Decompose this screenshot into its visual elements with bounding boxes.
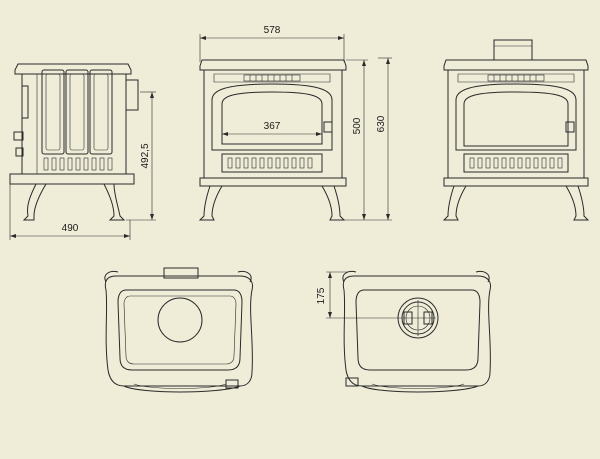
rear-top-plate xyxy=(443,59,589,71)
front-door-glass xyxy=(221,91,323,145)
rear-frieze-center xyxy=(487,74,545,82)
side-height-label: 492,5 xyxy=(140,143,151,168)
top-right-inner-panel xyxy=(355,289,481,371)
top-left-inner-panel xyxy=(117,289,243,371)
side-view: 492,5 490 xyxy=(9,63,156,240)
front-frieze-pattern xyxy=(249,75,293,81)
rear-ash-door xyxy=(463,153,569,173)
rear-leg-left xyxy=(442,185,467,221)
side-flue xyxy=(125,79,139,111)
top-left-inner-panel-2 xyxy=(123,295,237,365)
side-top-plate xyxy=(14,63,132,75)
front-height-label: 500 xyxy=(352,117,363,134)
top-view-left xyxy=(104,267,253,393)
top-left-front-lip-2 xyxy=(133,383,227,389)
front-leg-right xyxy=(321,185,346,221)
rear-door-handle xyxy=(565,121,575,133)
flue-offset-label: 175 xyxy=(316,287,327,304)
side-vents xyxy=(43,157,113,171)
side-leg-back xyxy=(103,183,126,221)
front-base xyxy=(199,177,347,187)
top-left-handle xyxy=(225,379,239,389)
rear-frieze-pattern xyxy=(493,75,537,81)
rear-frieze xyxy=(457,73,575,83)
top-right-flue-damper-r xyxy=(423,311,433,325)
top-left-flue-stub xyxy=(163,267,199,279)
front-frieze-center xyxy=(243,74,301,82)
rear-door-frame xyxy=(455,83,577,151)
side-base xyxy=(9,173,135,185)
firebox-width-label: 367 xyxy=(264,121,281,132)
rear-ash-vents xyxy=(469,157,563,169)
rear-leg-right xyxy=(565,185,590,221)
top-right-ear-tl xyxy=(342,271,357,283)
side-panel-2 xyxy=(65,69,89,155)
front-view: 578 367 xyxy=(198,25,392,221)
side-door-edge xyxy=(22,85,29,119)
top-right-handle xyxy=(345,377,359,387)
side-width-label: 490 xyxy=(62,223,79,234)
side-panel-2-inner xyxy=(69,73,85,151)
front-width-label: 578 xyxy=(264,25,281,36)
front-ash-door xyxy=(221,153,323,173)
overall-height-label: 630 xyxy=(376,115,387,132)
top-right-ear-tr xyxy=(475,271,490,283)
side-handle xyxy=(13,131,24,141)
top-left-ear-tl xyxy=(104,271,119,283)
side-panel-3 xyxy=(89,69,113,155)
front-door-frame xyxy=(211,83,333,151)
side-panel-3-inner xyxy=(93,73,109,151)
rear-base xyxy=(443,177,589,187)
top-right-front-lip-2 xyxy=(371,383,465,389)
top-left-hotplate xyxy=(157,297,203,343)
top-right-front-lip xyxy=(361,385,479,393)
top-left-outer-plate xyxy=(104,275,253,387)
front-ash-vents xyxy=(227,157,313,169)
top-view-right: 175 xyxy=(316,271,491,393)
top-right-flue-damper-l xyxy=(403,311,413,325)
top-left-ear-tr xyxy=(237,271,252,283)
rear-view xyxy=(442,39,590,221)
front-door-handle xyxy=(323,121,333,133)
front-top-plate xyxy=(199,59,347,71)
side-leg-front xyxy=(22,183,47,221)
front-frieze xyxy=(213,73,331,83)
rear-door-glass xyxy=(463,91,569,147)
side-panel-1 xyxy=(41,69,65,155)
side-hinge xyxy=(15,147,24,157)
top-right-outer-plate xyxy=(342,275,491,387)
side-panel-1-inner xyxy=(45,73,61,151)
front-leg-left xyxy=(198,185,223,221)
